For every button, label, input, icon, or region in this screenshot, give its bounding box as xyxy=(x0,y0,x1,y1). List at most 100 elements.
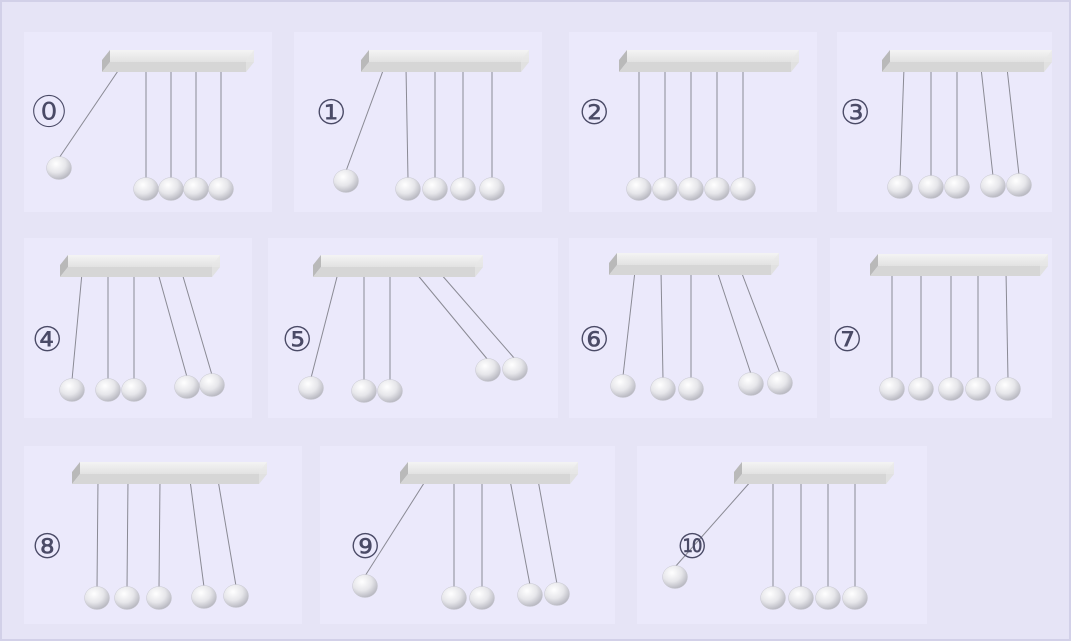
string-2 xyxy=(406,68,408,179)
top-bar xyxy=(609,253,779,275)
ball-1 xyxy=(880,378,905,401)
ball-2 xyxy=(442,587,467,610)
ball-2 xyxy=(96,379,121,402)
string-1 xyxy=(97,480,98,588)
ball-5 xyxy=(1007,174,1032,197)
ball-3 xyxy=(939,378,964,401)
ball-5 xyxy=(480,178,505,201)
string-1 xyxy=(346,68,384,171)
top-bar xyxy=(313,255,483,277)
ball-2 xyxy=(396,178,421,201)
ball-3 xyxy=(945,176,970,199)
ball-4 xyxy=(476,359,501,382)
frame-1: ① xyxy=(294,32,542,212)
frame-10: ⑩ xyxy=(637,446,927,624)
ball-2 xyxy=(134,178,159,201)
ball-5 xyxy=(503,358,528,381)
ball-1 xyxy=(611,375,636,398)
ball-5 xyxy=(768,372,793,395)
ball-4 xyxy=(739,373,764,396)
ball-1 xyxy=(888,176,913,199)
ball-3 xyxy=(159,178,184,201)
ball-3 xyxy=(679,178,704,201)
top-bar xyxy=(400,462,578,484)
string-5 xyxy=(218,480,236,586)
frame-label-10: ⑩ xyxy=(677,530,707,564)
ball-1 xyxy=(85,587,110,610)
ball-4 xyxy=(192,586,217,609)
frame-label-1: ① xyxy=(316,96,346,130)
string-4 xyxy=(190,480,204,587)
string-1 xyxy=(623,271,635,376)
string-5 xyxy=(538,480,557,584)
top-bar xyxy=(734,462,894,484)
ball-3 xyxy=(470,587,495,610)
ball-4 xyxy=(451,178,476,201)
string-5 xyxy=(1007,68,1019,175)
cradle-7 xyxy=(830,238,1052,418)
string-2 xyxy=(127,480,128,588)
ball-5 xyxy=(224,585,249,608)
string-2 xyxy=(661,271,663,379)
top-bar xyxy=(870,254,1048,276)
ball-3 xyxy=(147,587,172,610)
string-3 xyxy=(159,480,160,588)
ball-3 xyxy=(122,379,147,402)
frame-0: ⓪ xyxy=(24,32,272,212)
frame-label-8: ⑧ xyxy=(32,530,62,564)
frame-label-7: ⑦ xyxy=(832,323,862,357)
ball-1 xyxy=(47,157,72,180)
frame-label-9: ⑨ xyxy=(350,530,380,564)
ball-3 xyxy=(423,178,448,201)
ball-2 xyxy=(653,178,678,201)
string-5 xyxy=(741,271,780,373)
ball-5 xyxy=(209,178,234,201)
top-bar xyxy=(60,255,220,277)
ball-4 xyxy=(966,378,991,401)
ball-4 xyxy=(705,178,730,201)
ball-4 xyxy=(184,178,209,201)
top-bar xyxy=(102,50,254,72)
ball-1 xyxy=(353,575,378,598)
top-bar xyxy=(619,50,799,72)
ball-3 xyxy=(789,587,814,610)
ball-1 xyxy=(627,178,652,201)
string-4 xyxy=(510,480,530,585)
frame-9: ⑨ xyxy=(320,446,615,624)
ball-5 xyxy=(731,178,756,201)
top-bar xyxy=(882,50,1052,72)
frame-label-2: ② xyxy=(579,96,609,130)
frame-6: ⑥ xyxy=(569,238,817,418)
ball-2 xyxy=(651,378,676,401)
string-1 xyxy=(311,273,338,378)
ball-1 xyxy=(663,566,688,589)
frame-8: ⑧ xyxy=(24,446,302,624)
ball-5 xyxy=(843,587,868,610)
ball-2 xyxy=(115,587,140,610)
ball-1 xyxy=(60,379,85,402)
string-4 xyxy=(717,271,751,374)
frame-4: ④ xyxy=(24,238,252,418)
ball-4 xyxy=(518,584,543,607)
string-4 xyxy=(158,273,187,377)
ball-2 xyxy=(919,176,944,199)
ball-2 xyxy=(909,378,934,401)
cradle-8 xyxy=(24,446,302,624)
string-5 xyxy=(182,273,212,375)
ball-1 xyxy=(299,377,324,400)
frame-2: ② xyxy=(569,32,817,212)
ball-5 xyxy=(545,583,570,606)
frame-label-4: ④ xyxy=(32,323,62,357)
frame-5: ⑤ xyxy=(268,238,558,418)
top-bar xyxy=(361,50,529,72)
frame-label-0: ⓪ xyxy=(32,96,66,130)
frame-7: ⑦ xyxy=(830,238,1052,418)
ball-4 xyxy=(816,587,841,610)
ball-5 xyxy=(200,374,225,397)
ball-3 xyxy=(679,378,704,401)
string-4 xyxy=(981,68,993,176)
frame-label-6: ⑥ xyxy=(579,323,609,357)
string-5 xyxy=(1006,272,1008,379)
frame-3: ③ xyxy=(837,32,1052,212)
